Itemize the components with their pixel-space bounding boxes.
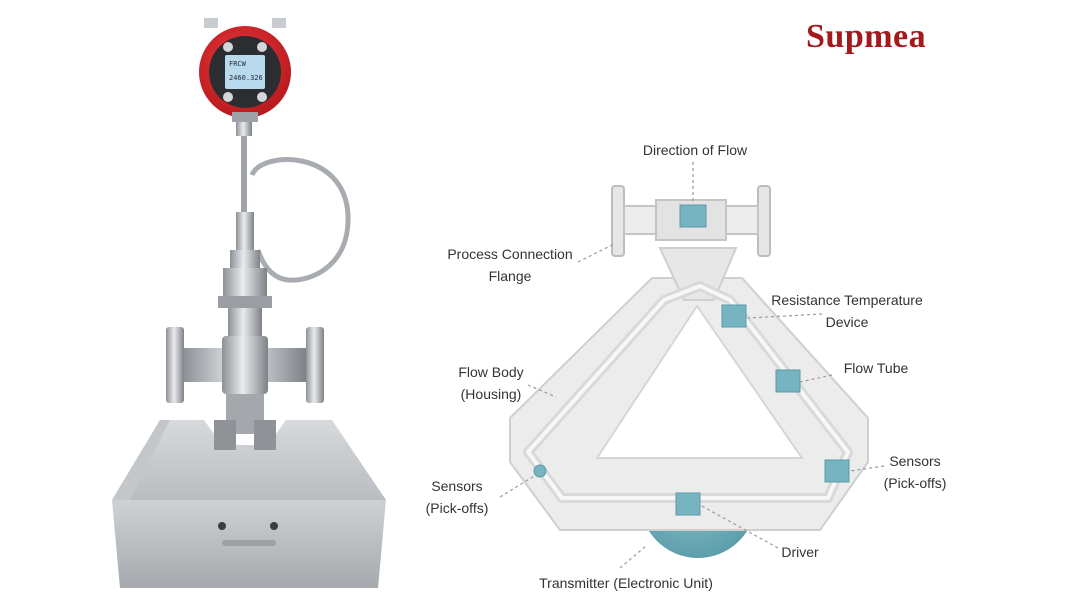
coriolis-diagram [499,162,885,569]
label-sensors-right: Sensors (Pick-offs) [883,453,947,491]
pipe-flanges [166,327,324,434]
lcd-line1: FRCW [229,60,247,68]
cable [249,157,351,283]
sensor-right-marker [824,459,850,483]
flow-tube-marker [775,369,801,393]
driver-marker [675,492,701,516]
transmitter-head: FRCW 2460.326 [199,18,291,122]
flow-direction-marker [679,204,707,228]
lcd-line2: 2460.326 [229,74,263,82]
label-resistance-temperature-device: Resistance Temperature Device [771,292,923,330]
screw-icon [257,42,267,52]
lcd-display [225,55,265,89]
sensor-housing [112,420,386,588]
rtd-marker [721,304,747,328]
screw-icon [223,42,233,52]
label-direction-of-flow: Direction of Flow [642,142,748,158]
sensor-left-marker [533,464,547,478]
flowmeter-product: FRCW 2460.326 [112,18,386,588]
label-transmitter: Transmitter (Electronic Unit) [539,575,713,591]
label-flow-tube: Flow Tube [843,360,909,376]
brand-logo: Supmea [806,18,927,55]
leader-lines [499,162,885,569]
label-flow-body: Flow Body (Housing) [458,364,524,402]
screw-icon [223,92,233,102]
screw-icon [257,92,267,102]
label-driver: Driver [781,544,819,560]
label-process-connection-flange: Process Connection Flange [447,246,573,284]
label-sensors-left: Sensors (Pick-offs) [425,478,489,516]
